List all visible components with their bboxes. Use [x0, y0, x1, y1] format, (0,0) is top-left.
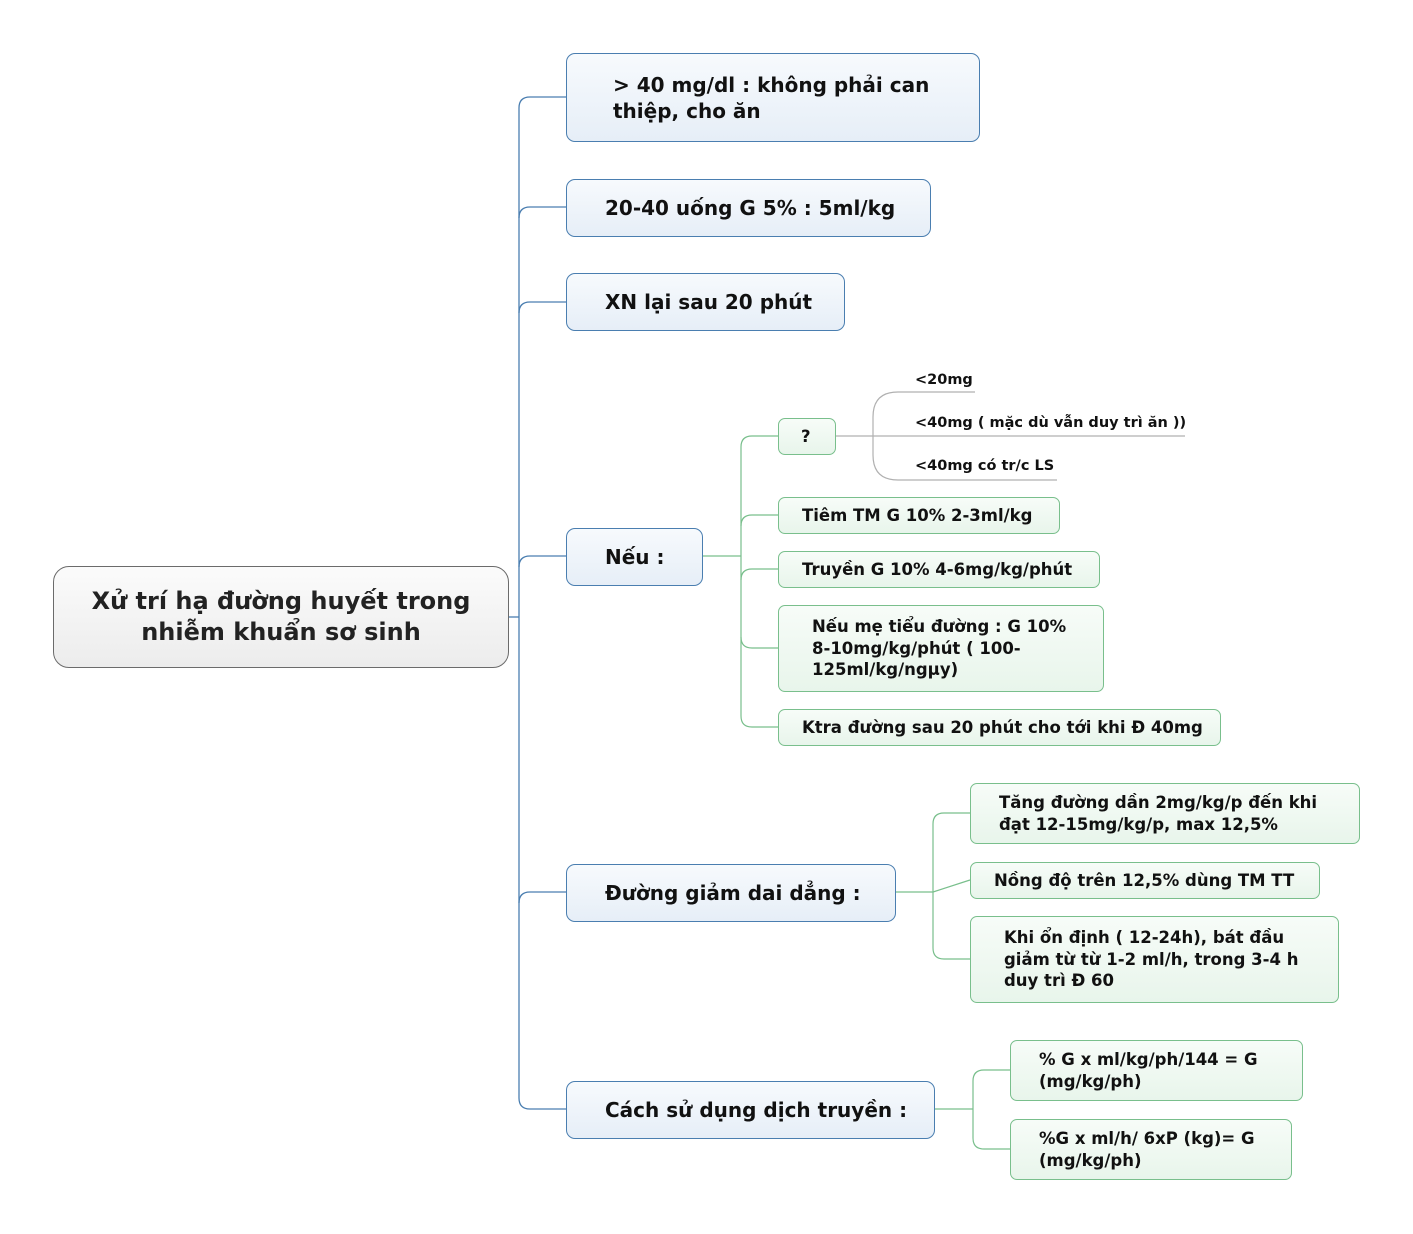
- subtopic-recheck-label: Ktra đường sau 20 phút cho tới khi Đ 40m…: [802, 717, 1203, 737]
- subtopic-stable-taper[interactable]: Khi ổn định ( 12-24h), bát đầu giảm từ t…: [970, 916, 1339, 1003]
- subtopic-question-label: ?: [801, 426, 811, 446]
- subtopic-infusion-rate-label: Truyền G 10% 4-6mg/kg/phút: [802, 559, 1073, 579]
- leaf-below-40mg-feeding-label: <40mg ( mặc dù vẫn duy trì ăn )): [915, 415, 1187, 431]
- leaf-below-20mg-label: <20mg: [915, 372, 973, 388]
- topic-persistent-low[interactable]: Đường giảm dai dẳng :: [566, 864, 896, 922]
- subtopic-iv-injection-label: Tiêm TM G 10% 2-3ml/kg: [802, 505, 1033, 525]
- subtopic-formula-2[interactable]: %G x ml/h/ 6xP (kg)= G (mg/kg/ph): [1010, 1119, 1292, 1180]
- subtopic-recheck[interactable]: Ktra đường sau 20 phút cho tới khi Đ 40m…: [778, 709, 1221, 746]
- leaf-below-40mg-feeding[interactable]: <40mg ( mặc dù vẫn duy trì ăn )): [915, 416, 1186, 431]
- leaf-below-20mg[interactable]: <20mg: [915, 373, 973, 388]
- topic-retest[interactable]: XN lại sau 20 phút: [566, 273, 845, 331]
- topic-above-40[interactable]: > 40 mg/dl : không phải can thiệp, cho ă…: [566, 53, 980, 142]
- subtopic-increase-glucose[interactable]: Tăng đường dần 2mg/kg/p đến khi đạt 12-1…: [970, 783, 1360, 844]
- subtopic-stable-taper-label: Khi ổn định ( 12-24h), bát đầu giảm từ t…: [1004, 928, 1299, 991]
- topic-infusion-usage[interactable]: Cách sử dụng dịch truyền :: [566, 1081, 935, 1139]
- subtopic-central-line-label: Nồng độ trên 12,5% dùng TM TT: [994, 870, 1295, 890]
- topic-persistent-low-label: Đường giảm dai dẳng :: [605, 881, 861, 905]
- subtopic-formula-1[interactable]: % G x ml/kg/ph/144 = G (mg/kg/ph): [1010, 1040, 1303, 1101]
- topic-20-40-oral[interactable]: 20-40 uống G 5% : 5ml/kg: [566, 179, 931, 237]
- subtopic-central-line[interactable]: Nồng độ trên 12,5% dùng TM TT: [970, 862, 1320, 899]
- subtopic-diabetic-mother-label: Nếu mẹ tiểu đường : G 10% 8-10mg/kg/phút…: [812, 617, 1067, 680]
- subtopic-formula-1-label: % G x ml/kg/ph/144 = G (mg/kg/ph): [1039, 1050, 1258, 1091]
- leaf-below-40mg-symptoms-label: <40mg có tr/c LS: [915, 458, 1055, 474]
- topic-above-40-label: > 40 mg/dl : không phải can thiệp, cho ă…: [613, 72, 930, 123]
- topic-retest-label: XN lại sau 20 phút: [605, 290, 813, 314]
- root-topic[interactable]: Xử trí hạ đường huyết trong nhiễm khuẩn …: [53, 566, 509, 668]
- subtopic-infusion-rate[interactable]: Truyền G 10% 4-6mg/kg/phút: [778, 551, 1100, 588]
- subtopic-question[interactable]: ?: [778, 418, 836, 455]
- topic-if[interactable]: Nếu :: [566, 528, 703, 586]
- leaf-below-40mg-symptoms[interactable]: <40mg có tr/c LS: [915, 459, 1054, 474]
- subtopic-increase-glucose-label: Tăng đường dần 2mg/kg/p đến khi đạt 12-1…: [999, 793, 1318, 834]
- topic-infusion-usage-label: Cách sử dụng dịch truyền :: [605, 1098, 908, 1122]
- root-title: Xử trí hạ đường huyết trong nhiễm khuẩn …: [91, 586, 471, 646]
- topic-20-40-oral-label: 20-40 uống G 5% : 5ml/kg: [605, 196, 896, 220]
- subtopic-formula-2-label: %G x ml/h/ 6xP (kg)= G (mg/kg/ph): [1039, 1129, 1255, 1170]
- subtopic-iv-injection[interactable]: Tiêm TM G 10% 2-3ml/kg: [778, 497, 1060, 534]
- topic-if-label: Nếu :: [605, 545, 665, 569]
- subtopic-diabetic-mother[interactable]: Nếu mẹ tiểu đường : G 10% 8-10mg/kg/phút…: [778, 605, 1104, 692]
